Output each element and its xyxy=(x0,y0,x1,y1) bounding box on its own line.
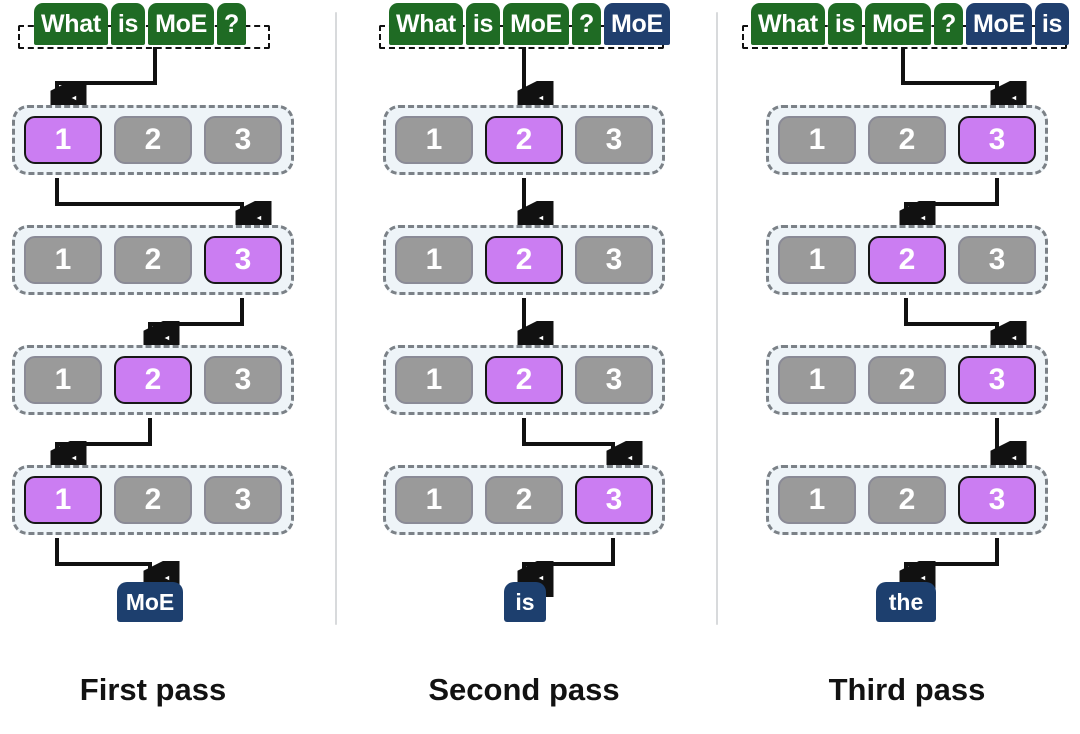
expert-block-3[interactable]: 3 xyxy=(575,356,653,404)
expert-block-2[interactable]: 2 xyxy=(114,116,192,164)
column-caption-second-pass: Second pass xyxy=(428,672,620,707)
expert-layer-row: 1 2 3 xyxy=(12,345,294,415)
expert-block-3[interactable]: 3 xyxy=(575,116,653,164)
expert-block-1[interactable]: 1 xyxy=(24,356,102,404)
arrow-layer4-to-output xyxy=(906,538,999,578)
expert-block-3[interactable]: 3 xyxy=(958,476,1036,524)
expert-layer-row: 1 2 3 xyxy=(12,225,294,295)
token-chip[interactable]: is xyxy=(827,3,863,45)
expert-block-3[interactable]: 3 xyxy=(204,116,282,164)
expert-block-1[interactable]: 1 xyxy=(24,236,102,284)
output-token-box[interactable]: MoE xyxy=(117,582,183,622)
token-chip[interactable]: is xyxy=(110,3,146,45)
expert-block-2[interactable]: 2 xyxy=(114,476,192,524)
expert-block-3[interactable]: 3 xyxy=(204,236,282,284)
column-separator-2 xyxy=(716,12,718,625)
expert-block-1[interactable]: 1 xyxy=(395,236,473,284)
expert-block-3[interactable]: 3 xyxy=(204,476,282,524)
arrow-layer1-to-layer2 xyxy=(906,178,999,218)
expert-block-1[interactable]: 1 xyxy=(395,476,473,524)
arrow-layer2-to-layer3 xyxy=(904,298,997,338)
token-chip[interactable]: What xyxy=(751,3,825,45)
expert-layer-row: 1 2 3 xyxy=(12,465,294,535)
expert-block-3[interactable]: 3 xyxy=(575,476,653,524)
token-chip[interactable]: MoE xyxy=(865,3,932,45)
expert-block-1[interactable]: 1 xyxy=(395,116,473,164)
expert-layer-row: 1 2 3 xyxy=(766,345,1048,415)
expert-block-2[interactable]: 2 xyxy=(114,356,192,404)
token-chip[interactable]: MoE xyxy=(503,3,570,45)
prompt-strip-third-pass: What is MoE ? MoE is xyxy=(742,3,1070,49)
expert-block-2[interactable]: 2 xyxy=(485,476,563,524)
expert-block-1[interactable]: 1 xyxy=(24,476,102,524)
column-caption-first-pass: First pass xyxy=(79,672,227,707)
expert-block-3[interactable]: 3 xyxy=(204,356,282,404)
expert-block-2[interactable]: 2 xyxy=(868,236,946,284)
expert-layer-row: 1 2 3 xyxy=(383,465,665,535)
token-chip-list: What is MoE ? xyxy=(18,3,247,45)
arrow-layer3-to-layer4 xyxy=(57,418,152,458)
expert-block-2[interactable]: 2 xyxy=(485,116,563,164)
expert-layer-row: 1 2 3 xyxy=(383,345,665,415)
token-chip-generated[interactable]: MoE xyxy=(604,3,670,45)
expert-block-3[interactable]: 3 xyxy=(958,116,1036,164)
token-chip-list: What is MoE ? MoE xyxy=(379,3,670,45)
arrow-layer3-to-layer4 xyxy=(522,418,613,458)
prompt-strip-first-pass: What is MoE ? xyxy=(18,3,270,49)
arrow-layer2-to-layer3 xyxy=(150,298,244,338)
arrow-prompt-to-layer1 xyxy=(57,47,157,98)
token-chip-generated[interactable]: MoE xyxy=(966,3,1032,45)
expert-block-2[interactable]: 2 xyxy=(485,236,563,284)
expert-block-2[interactable]: 2 xyxy=(868,476,946,524)
expert-block-2[interactable]: 2 xyxy=(868,356,946,404)
expert-block-2[interactable]: 2 xyxy=(114,236,192,284)
expert-block-1[interactable]: 1 xyxy=(778,356,856,404)
expert-layer-row: 1 2 3 xyxy=(383,225,665,295)
arrow-prompt-to-layer1 xyxy=(901,47,997,98)
expert-layer-row: 1 2 3 xyxy=(766,105,1048,175)
expert-block-3[interactable]: 3 xyxy=(958,356,1036,404)
arrow-layer4-to-output xyxy=(524,538,615,578)
column-caption-third-pass: Third pass xyxy=(828,672,986,707)
expert-block-1[interactable]: 1 xyxy=(395,356,473,404)
output-token-box[interactable]: is xyxy=(504,582,546,622)
token-chip[interactable]: is xyxy=(465,3,501,45)
column-separator-1 xyxy=(335,12,337,625)
token-chip[interactable]: What xyxy=(34,3,108,45)
token-chip[interactable]: ? xyxy=(572,3,602,45)
prompt-strip-second-pass: What is MoE ? MoE xyxy=(379,3,670,49)
expert-block-3[interactable]: 3 xyxy=(575,236,653,284)
arrow-layer1-to-layer2 xyxy=(55,178,242,218)
token-chip[interactable]: MoE xyxy=(148,3,215,45)
arrow-layer4-to-output xyxy=(55,538,150,578)
expert-layer-row: 1 2 3 xyxy=(383,105,665,175)
expert-block-1[interactable]: 1 xyxy=(24,116,102,164)
expert-layer-row: 1 2 3 xyxy=(766,465,1048,535)
expert-layer-row: 1 2 3 xyxy=(12,105,294,175)
expert-block-1[interactable]: 1 xyxy=(778,236,856,284)
token-chip[interactable]: ? xyxy=(934,3,964,45)
output-token-box[interactable]: the xyxy=(876,582,936,622)
expert-block-1[interactable]: 1 xyxy=(778,116,856,164)
token-chip[interactable]: ? xyxy=(217,3,247,45)
expert-layer-row: 1 2 3 xyxy=(766,225,1048,295)
expert-block-3[interactable]: 3 xyxy=(958,236,1036,284)
token-chip[interactable]: What xyxy=(389,3,463,45)
expert-block-2[interactable]: 2 xyxy=(485,356,563,404)
token-chip-generated[interactable]: is xyxy=(1034,3,1070,45)
expert-block-2[interactable]: 2 xyxy=(868,116,946,164)
expert-block-1[interactable]: 1 xyxy=(778,476,856,524)
token-chip-list: What is MoE ? MoE is xyxy=(742,3,1070,45)
